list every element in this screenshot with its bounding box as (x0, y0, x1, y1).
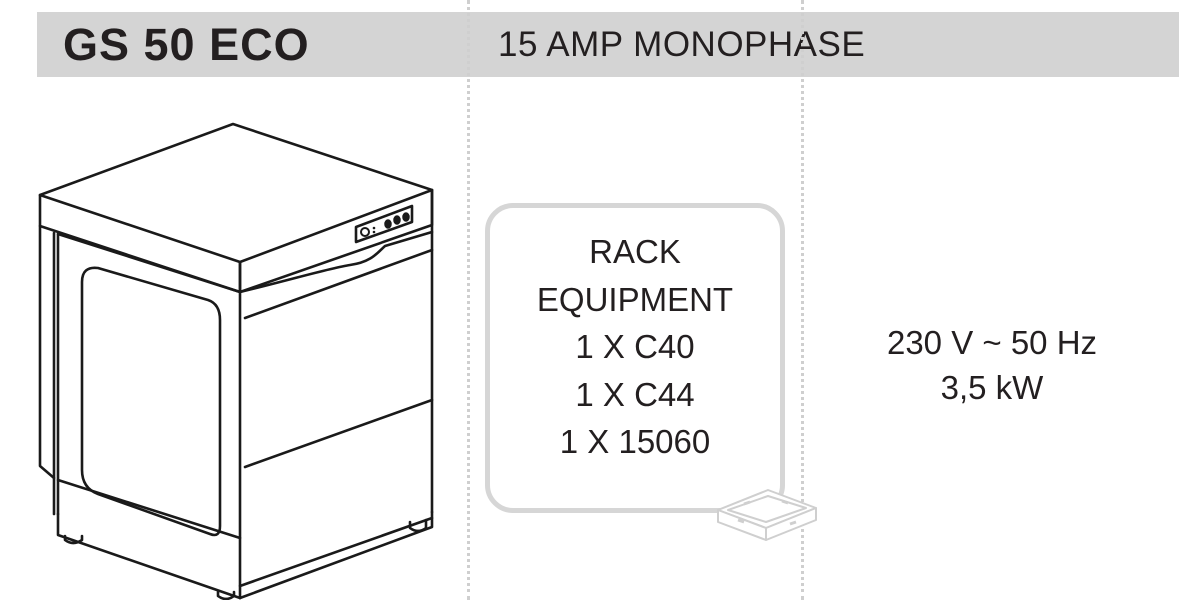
column-divider (467, 0, 470, 600)
power-spec: 3,5 kW (940, 369, 1044, 406)
dishwasher-icon (38, 122, 434, 600)
header-bar (37, 12, 1179, 77)
column-divider (801, 0, 804, 600)
electrical-specs: 230 V ~ 50 Hz 3,5 kW (842, 320, 1142, 410)
voltage-spec: 230 V ~ 50 Hz (886, 324, 1098, 361)
rack-heading: RACK (589, 233, 681, 270)
rack-heading: EQUIPMENT (536, 280, 734, 318)
rack-tray-icon (717, 489, 817, 541)
power-type-label: 15 AMP MONOPHASE (498, 25, 866, 64)
model-title: GS 50 ECO (63, 19, 310, 70)
rack-item: 1 X 15060 (559, 423, 711, 460)
rack-equipment-box (485, 203, 785, 513)
rack-item: 1 X C44 (575, 375, 695, 413)
rack-equipment-list: RACK EQUIPMENT 1 X C40 1 X C44 1 X 15060 (485, 228, 785, 466)
rack-item: 1 X C40 (575, 328, 695, 365)
